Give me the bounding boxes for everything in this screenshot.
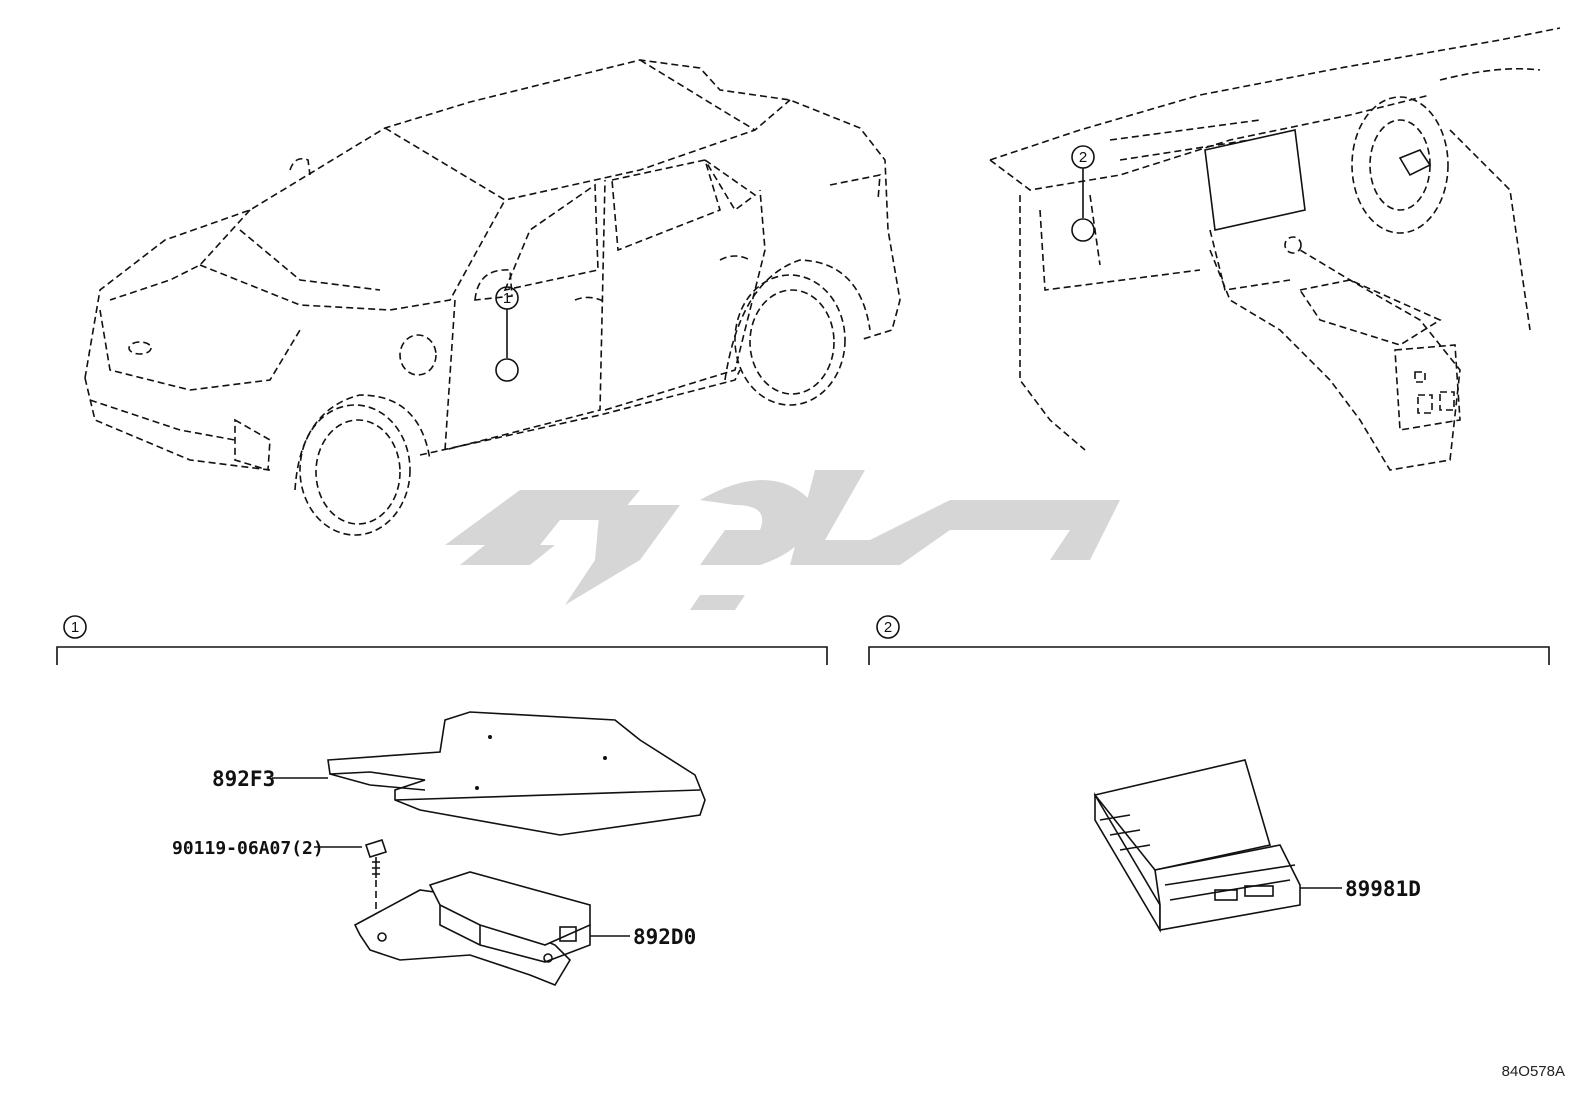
part-code-892f3: 892F3 (212, 767, 275, 791)
vehicle-exterior-illustration: 1 (84, 59, 901, 536)
part-892f3-illustration (327, 711, 706, 836)
part-code-892d0: 892D0 (633, 925, 696, 949)
section-2-number: 2 (884, 619, 892, 636)
location-callout-2-number: 2 (1079, 149, 1087, 166)
section-1: 1 892F3 90119-06A07(2) (56, 615, 828, 986)
part-code-90119-06a07: 90119-06A07(2) (172, 838, 324, 859)
section-1-number: 1 (71, 619, 79, 636)
location-callout-1-number: 1 (503, 290, 511, 307)
part-code-89981d: 89981D (1345, 877, 1421, 901)
section-2: 2 89981D (868, 615, 1550, 933)
section-1-bracket (56, 646, 828, 665)
section-2-bracket (868, 646, 1550, 665)
drawing-id: 84O578A (1502, 1063, 1565, 1080)
dashboard-interior-illustration: 2 (989, 27, 1561, 471)
part-892d0-illustration (353, 871, 591, 986)
part-89981d-illustration (1093, 759, 1301, 933)
watermark-logo (445, 470, 1120, 610)
